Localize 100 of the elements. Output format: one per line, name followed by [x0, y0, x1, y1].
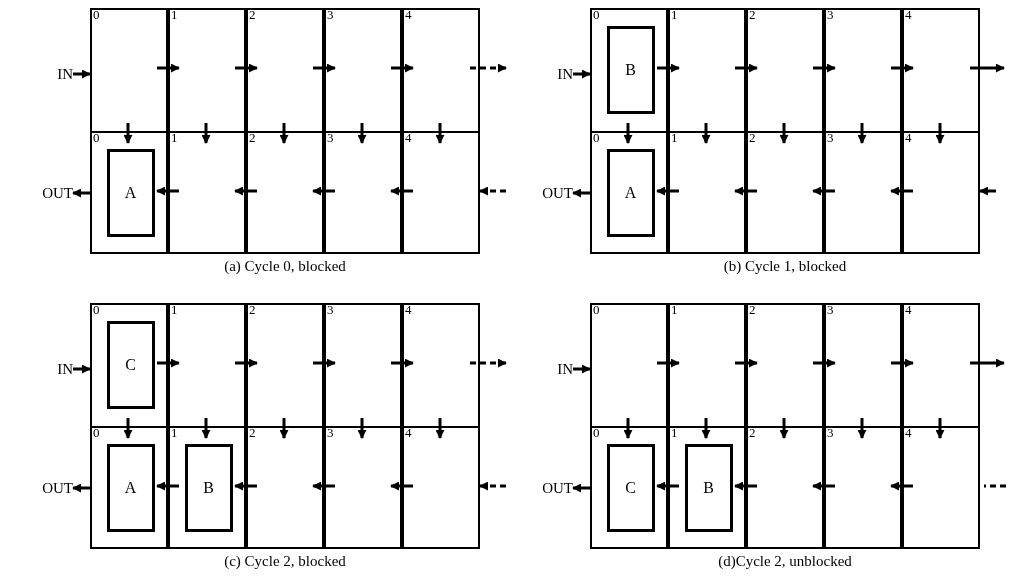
arrow — [435, 418, 445, 439]
buffer-cell — [746, 8, 824, 133]
arrow — [157, 63, 180, 73]
arrow — [891, 358, 914, 368]
arrow — [890, 481, 913, 491]
packet-box — [606, 443, 655, 532]
arrow — [313, 63, 336, 73]
arrow — [734, 186, 757, 196]
arrow — [935, 123, 945, 144]
cell-number: 2 — [249, 303, 256, 317]
arrow — [479, 186, 506, 196]
arrow — [890, 186, 913, 196]
cell-number: 1 — [671, 426, 678, 440]
cell-number: 2 — [749, 303, 756, 317]
arrow — [656, 186, 679, 196]
cell-number: 0 — [93, 8, 100, 22]
caption: (a) Cycle 0, blocked — [224, 258, 346, 275]
cell-number: 4 — [405, 131, 412, 145]
cell-number: 4 — [405, 426, 412, 440]
arrow — [391, 63, 414, 73]
packet-label: A — [624, 183, 637, 202]
caption: (c) Cycle 2, blocked — [224, 553, 346, 570]
packet-label: B — [625, 60, 636, 79]
arrow — [73, 364, 91, 374]
arrow — [391, 358, 414, 368]
arrow — [156, 481, 179, 491]
port-label: IN — [515, 359, 573, 379]
arrow — [279, 418, 289, 439]
arrow — [935, 418, 945, 439]
arrow — [857, 123, 867, 144]
port-label: IN — [15, 359, 73, 379]
packet-box — [606, 148, 655, 237]
arrow — [157, 358, 180, 368]
cell-number: 0 — [593, 131, 600, 145]
buffer-cell — [746, 426, 824, 549]
buffer-cell — [824, 8, 902, 133]
packet-label: C — [625, 478, 636, 497]
packet-box — [184, 443, 233, 532]
arrow — [623, 418, 633, 439]
packet-box — [106, 320, 155, 409]
buffer-cell — [824, 426, 902, 549]
arrow — [390, 481, 413, 491]
arrow — [470, 358, 507, 368]
packet-box — [606, 25, 655, 114]
cell-number: 1 — [671, 8, 678, 22]
packet-label: A — [124, 478, 137, 497]
packet-box — [684, 443, 733, 532]
buffer-cell — [246, 426, 324, 549]
port-label: IN — [15, 64, 73, 84]
packet-label: A — [124, 183, 137, 202]
arrow — [72, 188, 90, 198]
arrow — [573, 69, 591, 79]
buffer-cell — [168, 131, 246, 254]
arrow — [779, 418, 789, 439]
arrow — [390, 186, 413, 196]
arrow — [656, 481, 679, 491]
arrow — [970, 63, 1005, 73]
packet-label: C — [125, 355, 136, 374]
buffer-cell — [90, 426, 168, 549]
caption: (d)Cycle 2, unblocked — [718, 553, 852, 570]
arrow — [235, 358, 258, 368]
buffer-cell — [402, 426, 480, 549]
cell-number: 3 — [327, 303, 334, 317]
buffer-cell — [902, 131, 980, 254]
arrow — [201, 418, 211, 439]
buffer-cell — [668, 8, 746, 133]
buffer-cell — [90, 303, 168, 428]
buffer-cell — [590, 131, 668, 254]
arrow — [734, 481, 757, 491]
arrow — [657, 358, 680, 368]
cell-number: 2 — [749, 131, 756, 145]
buffer-cell — [324, 426, 402, 549]
buffer-cell — [902, 8, 980, 133]
buffer-cell — [668, 131, 746, 254]
arrow — [735, 358, 758, 368]
arrow — [572, 483, 590, 493]
arrow — [235, 63, 258, 73]
buffer-cell — [168, 8, 246, 133]
packet-label: B — [203, 478, 214, 497]
arrow — [470, 63, 507, 73]
buffer-cell — [902, 426, 980, 549]
buffer-cell — [590, 8, 668, 133]
cell-number: 0 — [593, 303, 600, 317]
arrow — [701, 123, 711, 144]
arrow — [891, 63, 914, 73]
cell-number: 0 — [93, 426, 100, 440]
arrow — [479, 481, 506, 491]
buffer-cell — [402, 8, 480, 133]
buffer-cell — [590, 426, 668, 549]
cell-number: 2 — [749, 426, 756, 440]
arrow — [357, 123, 367, 144]
cell-number: 4 — [905, 303, 912, 317]
cell-number: 2 — [249, 8, 256, 22]
buffer-cell — [824, 131, 902, 254]
arrow — [156, 186, 179, 196]
buffer-cell — [324, 8, 402, 133]
cell-number: 1 — [171, 131, 178, 145]
buffer-cell — [902, 303, 980, 428]
packet-box — [106, 148, 155, 237]
buffer-cell — [168, 303, 246, 428]
